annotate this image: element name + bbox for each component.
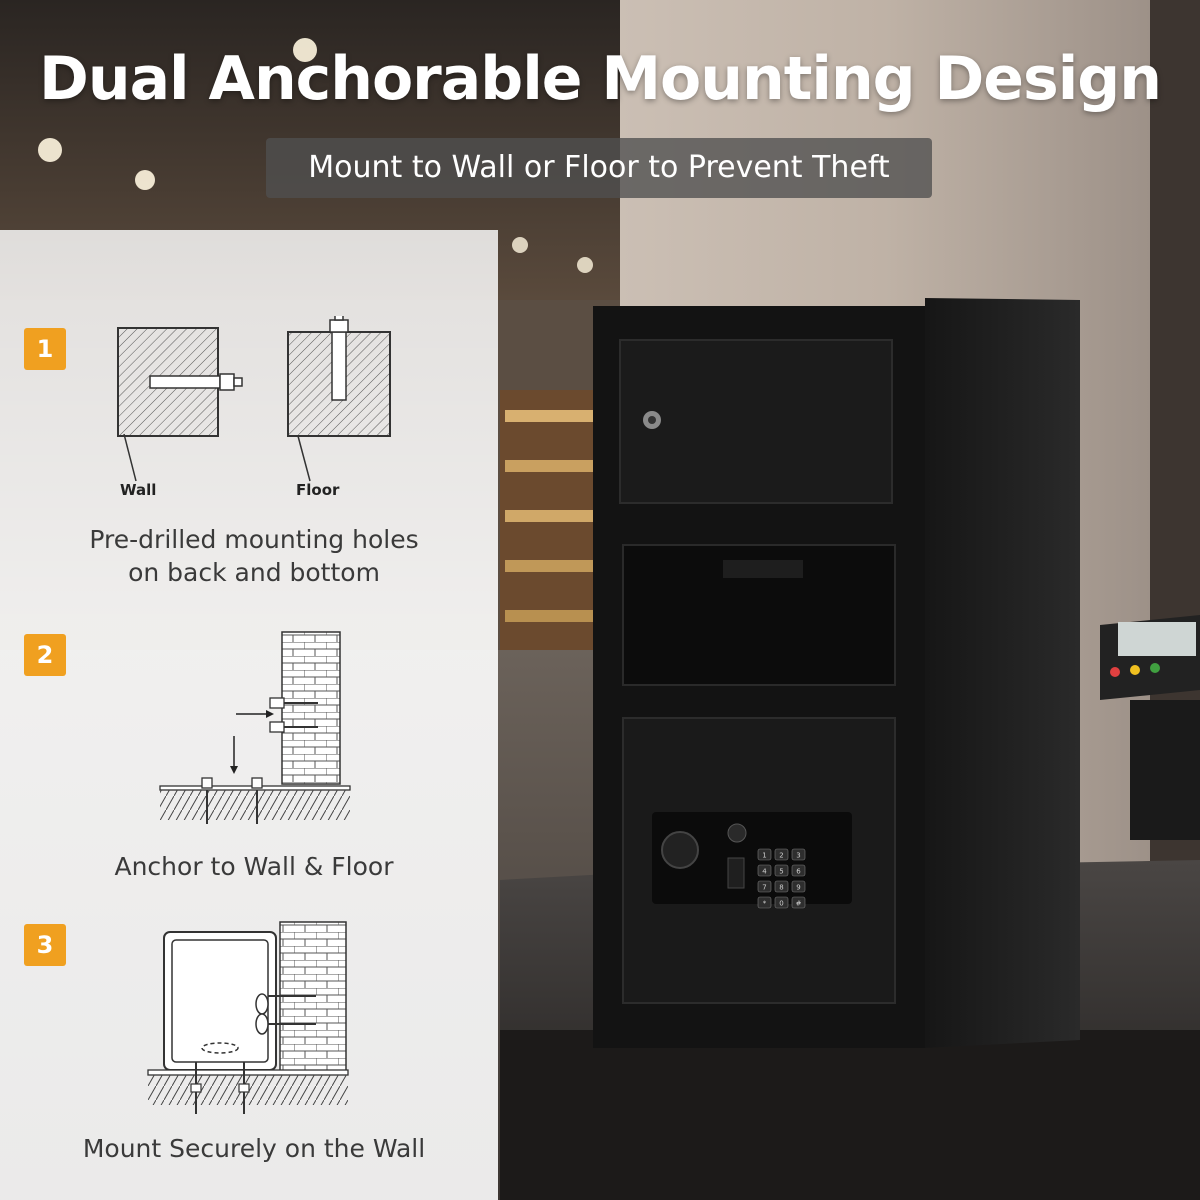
secure-wall-mount-diagram: [147, 921, 349, 1114]
keypad-key-label: 4: [762, 868, 767, 876]
keypad-key-label: 8: [779, 884, 783, 892]
step-1-caption-line2: on back and bottom: [128, 558, 380, 587]
step-2-caption: Anchor to Wall & Floor: [114, 852, 394, 881]
keypad-key-label: 3: [796, 852, 800, 860]
wall-floor-hole-diagram: [117, 316, 391, 482]
keypad-key-label: 6: [796, 868, 801, 876]
wall-floor-anchor-diagram: [159, 631, 351, 824]
keypad-key-label: 0: [779, 900, 783, 908]
keypad-key: [791, 896, 806, 909]
floor-label: Floor: [296, 481, 340, 499]
keypad-key: [774, 864, 789, 877]
keypad-key: [774, 896, 789, 909]
step-3-badge: 3: [24, 924, 66, 966]
subtitle-text: Mount to Wall or Floor to Prevent Theft: [308, 150, 890, 185]
step-2-badge: 2: [24, 634, 66, 676]
step-1-caption: Pre-drilled mounting holes on back and b…: [40, 523, 468, 589]
keypad-key-label: 5: [779, 868, 783, 876]
keypad-key-label: 7: [762, 884, 766, 892]
keypad-key: [757, 896, 772, 909]
keypad-key: [757, 848, 772, 861]
keypad-key-label: #: [796, 900, 802, 908]
step-3-caption: Mount Securely on the Wall: [82, 1134, 426, 1163]
card-terminal: [1100, 615, 1200, 840]
keypad-key: [757, 864, 772, 877]
wall-label: Wall: [120, 481, 157, 499]
keypad-key: [791, 864, 806, 877]
keypad-key: [791, 848, 806, 861]
keypad: 1 2 3 4 5 6 7 8 9 * 0 #: [757, 848, 806, 909]
keypad-key: [757, 880, 772, 893]
keypad-key-label: *: [763, 900, 767, 908]
handle-knob-icon: [661, 831, 699, 869]
keypad-key: [774, 880, 789, 893]
subtitle-banner: Mount to Wall or Floor to Prevent Theft: [266, 138, 932, 198]
keypad-key-label: 9: [796, 884, 800, 892]
drop-safe: [593, 298, 1080, 1048]
page-title: Dual Anchorable Mounting Design: [39, 44, 1162, 114]
step-1-badge: 1: [24, 328, 66, 370]
keypad-key: [791, 880, 806, 893]
keypad-key-label: 1: [762, 852, 766, 860]
keypad-key: [774, 848, 789, 861]
keypad-key-label: 2: [779, 852, 783, 860]
step-1-caption-line1: Pre-drilled mounting holes: [89, 525, 419, 554]
